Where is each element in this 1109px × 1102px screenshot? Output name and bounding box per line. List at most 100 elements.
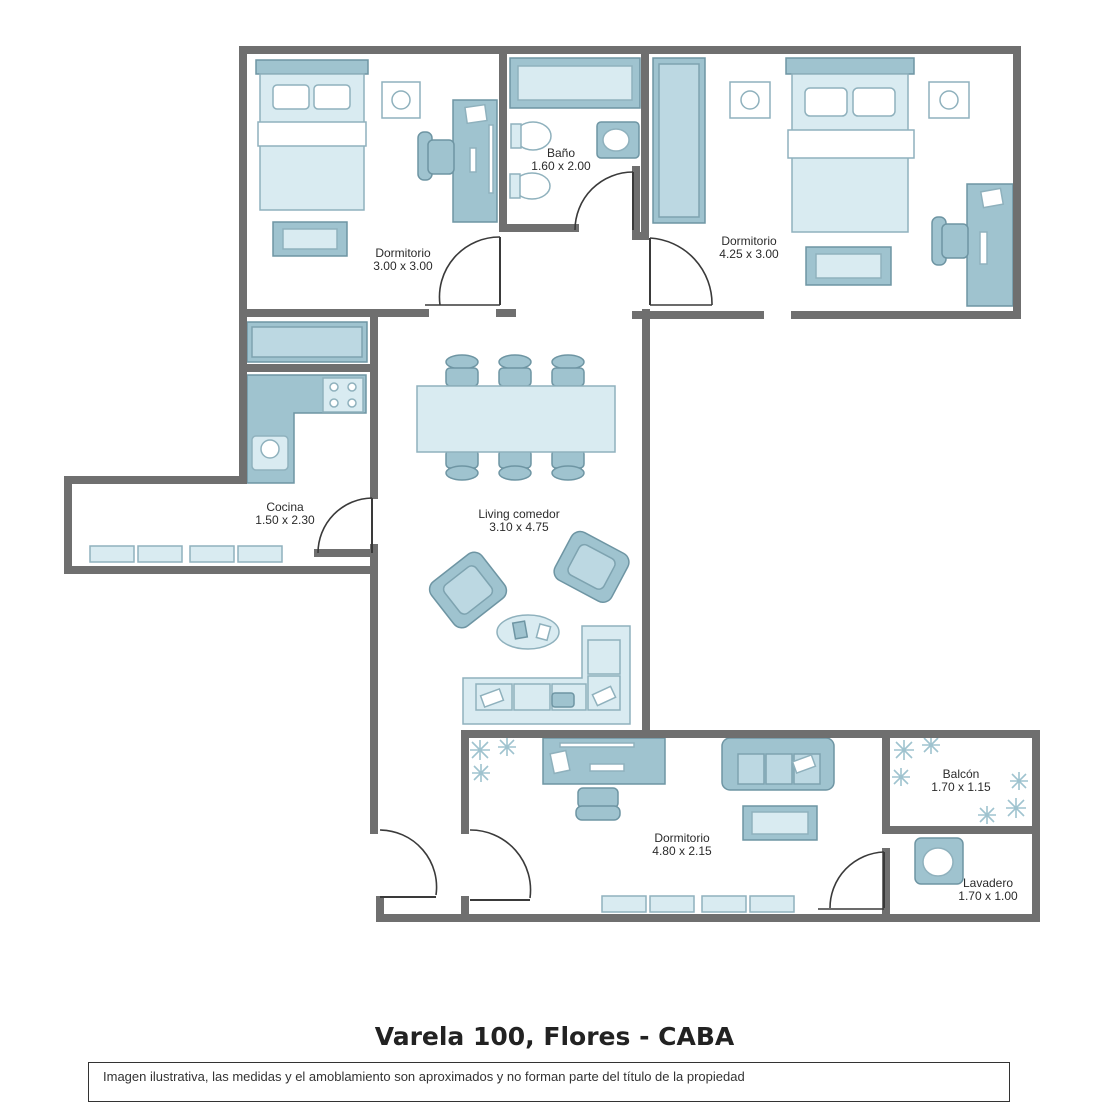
- armchair: [553, 530, 630, 603]
- window-unit: [749, 895, 795, 913]
- room-name: Dormitorio: [654, 831, 710, 845]
- book-icon: [511, 620, 529, 640]
- chair: [551, 354, 585, 370]
- room-size: 4.80 x 2.15: [652, 844, 712, 858]
- dining-table: [416, 385, 616, 453]
- sofa-cushion: [737, 753, 765, 785]
- chair: [445, 367, 479, 387]
- chair-seat: [577, 787, 619, 809]
- pillow: [852, 87, 896, 117]
- living-furniture: [428, 530, 631, 725]
- room-name: Lavadero: [963, 876, 1013, 890]
- plant-icon: [894, 740, 914, 760]
- burner: [329, 382, 339, 392]
- paper: [589, 763, 625, 772]
- room-size: 3.00 x 3.00: [373, 259, 433, 273]
- stove-icon: [322, 377, 364, 413]
- rug-inner: [282, 228, 338, 250]
- bidet-tank: [510, 123, 522, 149]
- door-swing: [574, 171, 634, 231]
- dining-set: [416, 354, 616, 481]
- pillow: [804, 87, 848, 117]
- wardrobe-inner: [658, 63, 700, 218]
- window-unit: [237, 545, 283, 563]
- room-labels: Dormitorio 3.00 x 3.00 Baño 1.60 x 2.00 …: [255, 146, 1018, 903]
- disclaimer-box: Imagen ilustrativa, las medidas y el amo…: [88, 1062, 1010, 1102]
- paper: [469, 147, 477, 173]
- bed-blanket-fold: [257, 121, 367, 147]
- rug-inner: [751, 811, 809, 835]
- window-unit: [189, 545, 235, 563]
- plants: [470, 736, 1028, 824]
- cushion: [791, 753, 817, 775]
- sink-basin: [602, 128, 630, 152]
- room-size: 1.70 x 1.15: [931, 780, 991, 794]
- chair-seat: [427, 139, 455, 175]
- plant-icon: [1010, 772, 1028, 790]
- plant-icon: [922, 736, 940, 754]
- sofa-cushion: [765, 753, 793, 785]
- burner: [347, 398, 357, 408]
- room-name: Dormitorio: [375, 246, 431, 260]
- desk-edge: [559, 742, 635, 748]
- kitchen-window-units: [89, 545, 283, 563]
- toilet-tank: [509, 173, 521, 199]
- cushion: [479, 687, 505, 709]
- burner: [329, 398, 339, 408]
- walls: [64, 46, 1040, 922]
- plant-icon: [978, 806, 996, 824]
- laptop-icon: [979, 187, 1005, 209]
- room-size: 4.25 x 3.00: [719, 247, 779, 261]
- bathroom-furniture: [509, 57, 641, 200]
- chair-seat: [941, 223, 969, 259]
- room-name: Balcón: [943, 767, 980, 781]
- chair: [445, 354, 479, 370]
- bedroom-2-furniture: [652, 57, 1014, 307]
- plant-icon: [498, 738, 516, 756]
- rug-inner: [815, 253, 882, 279]
- property-title: Varela 100, Flores - CABA: [374, 1022, 735, 1051]
- bedroom-3-furniture: [542, 737, 835, 913]
- door-swing: [438, 236, 501, 306]
- burner: [347, 382, 357, 392]
- chair: [445, 465, 479, 481]
- plant-icon: [470, 740, 490, 760]
- sofa-cushion: [587, 639, 621, 675]
- bed-blanket-fold: [787, 129, 915, 159]
- counter-inner: [251, 326, 363, 358]
- bathtub-inner: [517, 65, 633, 101]
- laptop-icon: [464, 103, 488, 125]
- pillow: [313, 84, 351, 110]
- desk-edge: [488, 124, 494, 194]
- plant-icon: [1006, 798, 1026, 818]
- book-icon: [535, 623, 552, 642]
- door-swing: [469, 829, 532, 899]
- lamp-icon: [939, 90, 959, 110]
- cushion: [551, 692, 575, 708]
- bed-headboard: [785, 57, 915, 75]
- doors: [317, 171, 885, 910]
- door-swing: [649, 237, 713, 306]
- door-swing: [379, 829, 438, 896]
- paper: [979, 231, 988, 265]
- chair: [498, 465, 532, 481]
- chair: [551, 465, 585, 481]
- kitchen-furniture: [246, 321, 368, 484]
- cushion: [591, 685, 617, 707]
- chair: [498, 367, 532, 387]
- room-name: Cocina: [266, 500, 304, 514]
- door-swing: [829, 851, 885, 909]
- room-size: 1.60 x 2.00: [531, 159, 591, 173]
- lamp-icon: [391, 90, 411, 110]
- sofa-cushion: [587, 675, 621, 711]
- window-unit: [649, 895, 695, 913]
- bedroom-1-furniture: [255, 59, 498, 257]
- window-unit: [137, 545, 183, 563]
- chair-back: [575, 805, 621, 821]
- plant-icon: [472, 764, 490, 782]
- window-unit: [89, 545, 135, 563]
- sofa-cushion: [513, 683, 551, 711]
- laptop-icon: [549, 749, 571, 775]
- disclaimer-text: Imagen ilustrativa, las medidas y el amo…: [103, 1069, 745, 1084]
- armchair: [428, 551, 508, 629]
